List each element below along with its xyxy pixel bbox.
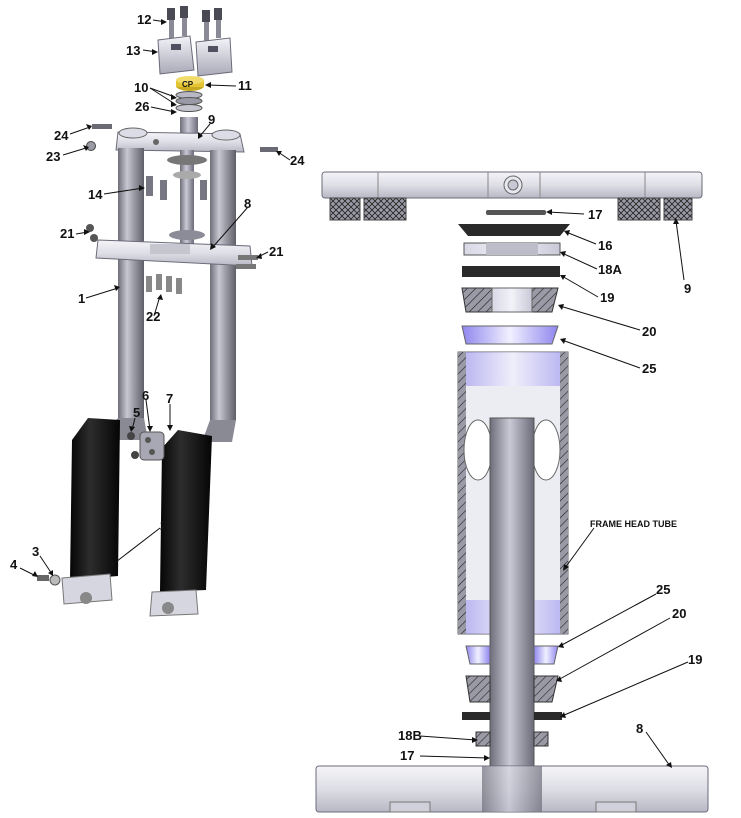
small-hardware	[86, 124, 278, 294]
callout-20-bottom: 20	[672, 606, 686, 621]
left-fork-assembly: CP	[19, 6, 291, 617]
callout-4: 4	[10, 557, 18, 572]
callout-14: 14	[88, 187, 103, 202]
callout-10: 10	[134, 80, 148, 95]
riser-bolts	[167, 6, 222, 42]
callout-1: 1	[78, 291, 85, 306]
steering-stem	[167, 150, 207, 250]
callout-11: 11	[238, 78, 252, 93]
left-leader-lines	[19, 19, 291, 577]
callout-21-left: 21	[60, 226, 74, 241]
section-race-lower	[465, 645, 491, 665]
fork-tubes	[96, 148, 236, 442]
section-seal-upper	[463, 242, 561, 256]
callout-18a: 18A	[598, 262, 622, 277]
stem-washers	[175, 91, 203, 112]
upper-triple-clamp	[115, 117, 245, 153]
callout-2: 2	[160, 518, 167, 533]
callout-25-top: 25	[642, 361, 656, 376]
callout-8: 8	[244, 196, 251, 211]
callout-24-left: 24	[54, 128, 69, 143]
section-ring-upper	[462, 266, 560, 277]
callout-9-right: 9	[684, 281, 691, 296]
callout-19-bottom: 19	[688, 652, 702, 667]
callout-3: 3	[32, 544, 39, 559]
callout-22: 22	[146, 309, 160, 324]
nut-label: CP	[182, 80, 194, 89]
section-seal-lower	[475, 731, 491, 747]
callout-25-bottom: 25	[656, 582, 670, 597]
callout-6: 6	[142, 388, 149, 403]
section-bearing-lower	[465, 675, 491, 703]
callout-8-right: 8	[636, 721, 643, 736]
callout-17-bottom: 17	[400, 748, 414, 763]
callout-13: 13	[126, 43, 140, 58]
pinch-bolts	[146, 176, 207, 200]
section-race-upper	[461, 325, 559, 345]
right-leader-lines	[419, 209, 689, 768]
fender-bracket	[127, 431, 165, 461]
callout-20-top: 20	[642, 324, 656, 339]
callout-18b: 18B	[398, 728, 422, 743]
callout-16: 16	[598, 238, 612, 253]
callout-5: 5	[133, 405, 140, 420]
section-bearing-upper	[461, 287, 559, 313]
callout-17-top: 17	[588, 207, 602, 222]
axle-hardware	[37, 574, 61, 586]
section-dust-cap	[458, 224, 570, 236]
callout-23: 23	[46, 149, 60, 164]
callout-19-top: 19	[600, 290, 614, 305]
fork-sliders	[61, 418, 212, 617]
section-upper-clamp	[321, 171, 703, 221]
handlebar-risers	[157, 35, 233, 77]
section-steering-stem	[489, 417, 535, 771]
callout-9: 9	[208, 112, 215, 127]
callout-labels: 12 13 11 10 26 9 24 23 24 14 8 21 21 1 2…	[10, 12, 702, 763]
callout-26: 26	[135, 99, 149, 114]
callout-12: 12	[137, 12, 151, 27]
section-washer-top	[486, 210, 546, 215]
right-section-view	[315, 171, 709, 813]
section-ring-lower	[462, 712, 490, 720]
callout-frame-head-tube: FRAME HEAD TUBE	[590, 519, 677, 529]
callout-21-right: 21	[269, 244, 283, 259]
callout-24-right: 24	[290, 153, 305, 168]
section-lower-clamp	[315, 765, 709, 813]
callout-7: 7	[166, 391, 173, 406]
gold-top-nut: CP	[176, 76, 204, 91]
